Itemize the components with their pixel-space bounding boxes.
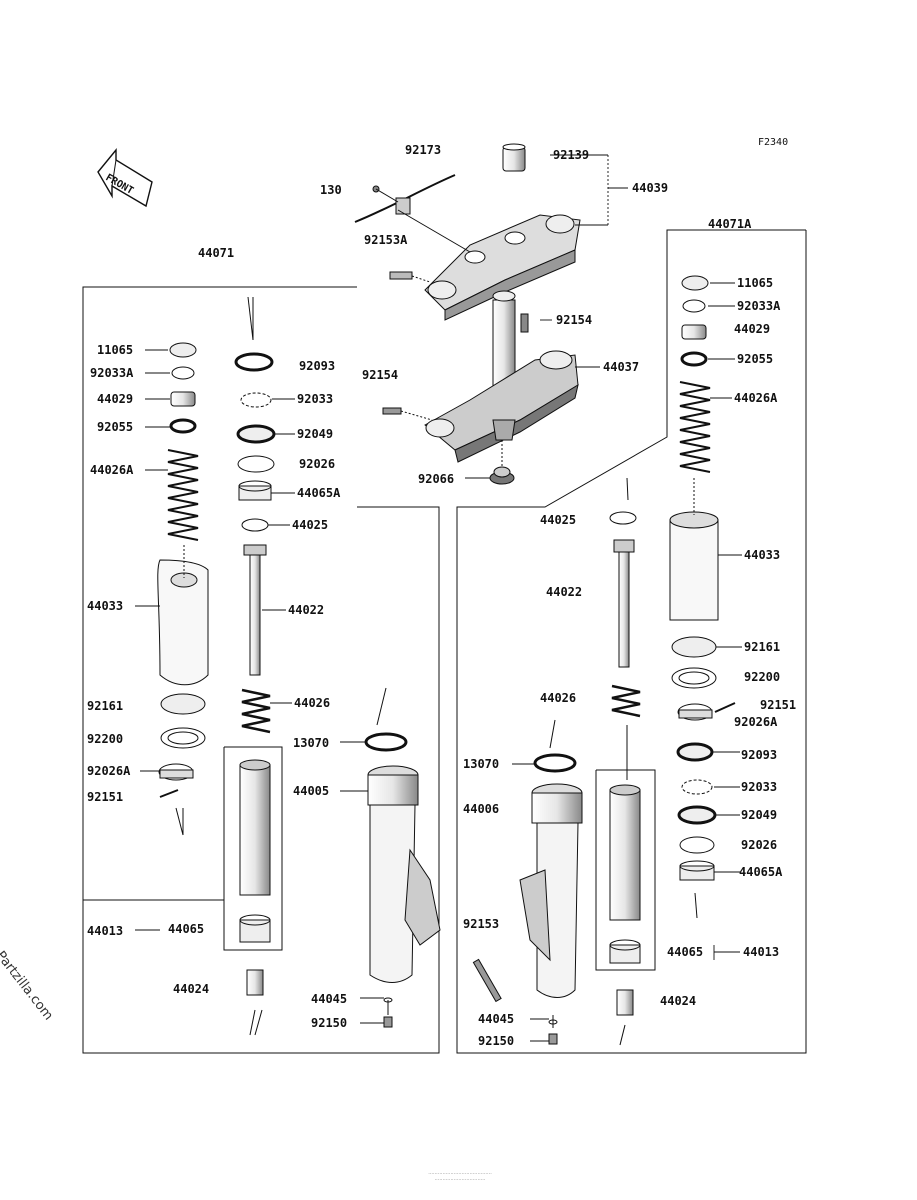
front-arrow-icon <box>97 148 153 208</box>
right-label-92153: 92153 <box>463 917 500 931</box>
label-44037: 44037 <box>603 360 640 374</box>
left-label-92093: 92093 <box>299 359 336 373</box>
label-44071A: 44071A <box>708 217 752 231</box>
right-label-44026A: 44026A <box>734 391 778 405</box>
left-label-44013: 44013 <box>87 924 124 938</box>
label-92173: 92173 <box>405 143 442 157</box>
right-label-44024: 44024 <box>660 994 697 1008</box>
outer-tube-44005 <box>367 765 441 1028</box>
right-label-92049: 92049 <box>741 808 778 822</box>
right-label-92026A: 92026A <box>734 715 778 729</box>
label-130: 130 <box>320 183 342 197</box>
upper-bracket-44039 <box>354 143 581 321</box>
right-label-92161: 92161 <box>744 640 781 654</box>
right-label-92093: 92093 <box>741 748 778 762</box>
right-label-44025: 44025 <box>540 513 577 527</box>
left-label-44065A: 44065A <box>297 486 341 500</box>
leader-lines <box>135 154 742 1042</box>
label-92066: 92066 <box>418 472 455 486</box>
label-92139: 92139 <box>553 148 590 162</box>
right-label-44013: 44013 <box>743 945 780 959</box>
right-label-13070: 13070 <box>463 757 500 771</box>
left-label-44029: 44029 <box>97 392 134 406</box>
left-label-13070: 13070 <box>293 736 330 750</box>
right-label-92200: 92200 <box>744 670 781 684</box>
label-44039: 44039 <box>632 181 669 195</box>
right-label-44022: 44022 <box>546 585 583 599</box>
left-label-44022: 44022 <box>288 603 325 617</box>
label-92153A: 92153A <box>364 233 408 247</box>
footer-note: ........................................… <box>428 1170 492 1182</box>
label-92154-lower: 92154 <box>362 368 399 382</box>
figure-code: F2340 <box>758 137 789 148</box>
left-label-92055: 92055 <box>97 420 134 434</box>
right-inner-parts <box>533 275 736 1046</box>
right-label-92033A: 92033A <box>737 299 781 313</box>
right-label-44065: 44065 <box>667 945 704 959</box>
right-label-92150: 92150 <box>478 1034 515 1048</box>
left-label-11065: 11065 <box>97 343 134 357</box>
spring-44026A <box>167 449 199 541</box>
left-label-44026A: 44026A <box>90 463 134 477</box>
left-label-92033A: 92033A <box>90 366 134 380</box>
right-label-44045: 44045 <box>478 1012 515 1026</box>
left-inner-parts <box>157 296 408 1036</box>
left-label-92151: 92151 <box>87 790 124 804</box>
label-44071: 44071 <box>198 246 235 260</box>
right-label-44029: 44029 <box>734 322 771 336</box>
right-label-92055: 92055 <box>737 352 774 366</box>
left-label-92049: 92049 <box>297 427 334 441</box>
right-label-44026: 44026 <box>540 691 577 705</box>
right-label-44033: 44033 <box>744 548 781 562</box>
lower-bracket-44037 <box>382 290 579 485</box>
right-label-92026: 92026 <box>741 838 778 852</box>
left-label-92200: 92200 <box>87 732 124 746</box>
left-label-92150: 92150 <box>311 1016 348 1030</box>
left-label-44025: 44025 <box>292 518 329 532</box>
left-label-44005: 44005 <box>293 784 330 798</box>
left-label-92026A: 92026A <box>87 764 131 778</box>
outer-tube-44006 <box>472 783 583 1045</box>
left-label-92026: 92026 <box>299 457 336 471</box>
left-label-44024: 44024 <box>173 982 210 996</box>
right-label-44006: 44006 <box>463 802 500 816</box>
left-label-44045: 44045 <box>311 992 348 1006</box>
right-label-92151: 92151 <box>760 698 797 712</box>
label-92154-upper: 92154 <box>556 313 593 327</box>
left-label-92161: 92161 <box>87 699 124 713</box>
left-label-92033: 92033 <box>297 392 334 406</box>
right-label-92033: 92033 <box>741 780 778 794</box>
spring-44026 <box>241 688 271 734</box>
left-label-44026: 44026 <box>294 696 331 710</box>
left-label-44033: 44033 <box>87 599 124 613</box>
right-label-44065A: 44065A <box>739 865 783 879</box>
left-label-44065: 44065 <box>168 922 205 936</box>
right-label-11065: 11065 <box>737 276 774 290</box>
